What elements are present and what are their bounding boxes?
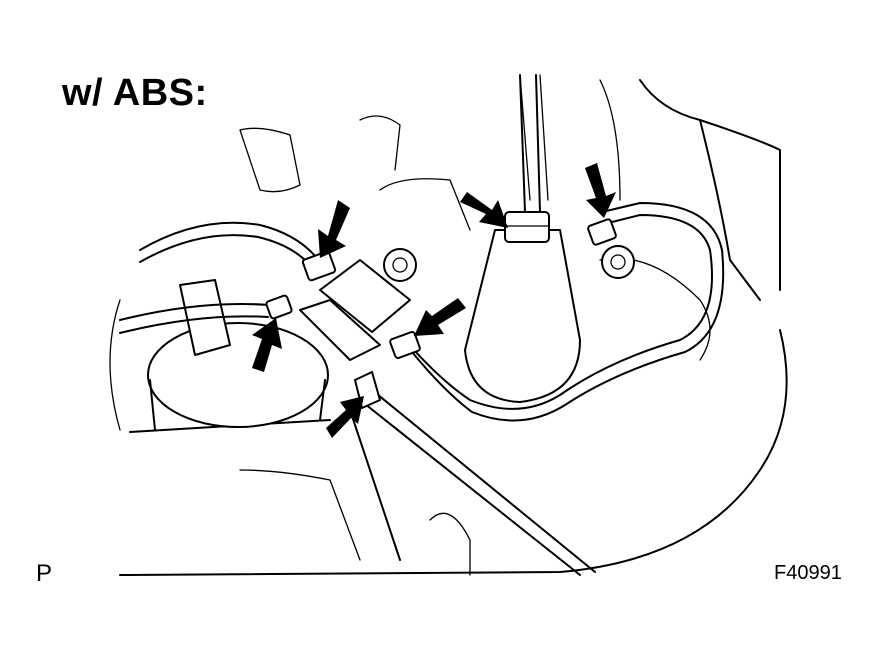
brake-line-union — [265, 218, 617, 409]
arrow-mid-fitting-icon — [414, 298, 466, 336]
canister — [147, 279, 329, 431]
footer-left-code: P — [36, 560, 53, 587]
arrow-right-fitting-icon — [585, 163, 616, 218]
mounting-bolts — [383, 245, 635, 282]
arrow-indicators — [252, 163, 616, 438]
arrow-lower-clamp-icon — [326, 396, 364, 438]
arrow-left-fitting-icon — [252, 318, 282, 372]
master-cylinder-reservoir — [464, 74, 581, 403]
arrow-top-left-icon — [318, 200, 350, 258]
brake-lines — [119, 202, 725, 576]
arrow-reservoir-icon — [460, 192, 508, 228]
diagram-title: w/ ABS: — [62, 72, 208, 114]
figure-id: F40991 — [774, 562, 842, 584]
